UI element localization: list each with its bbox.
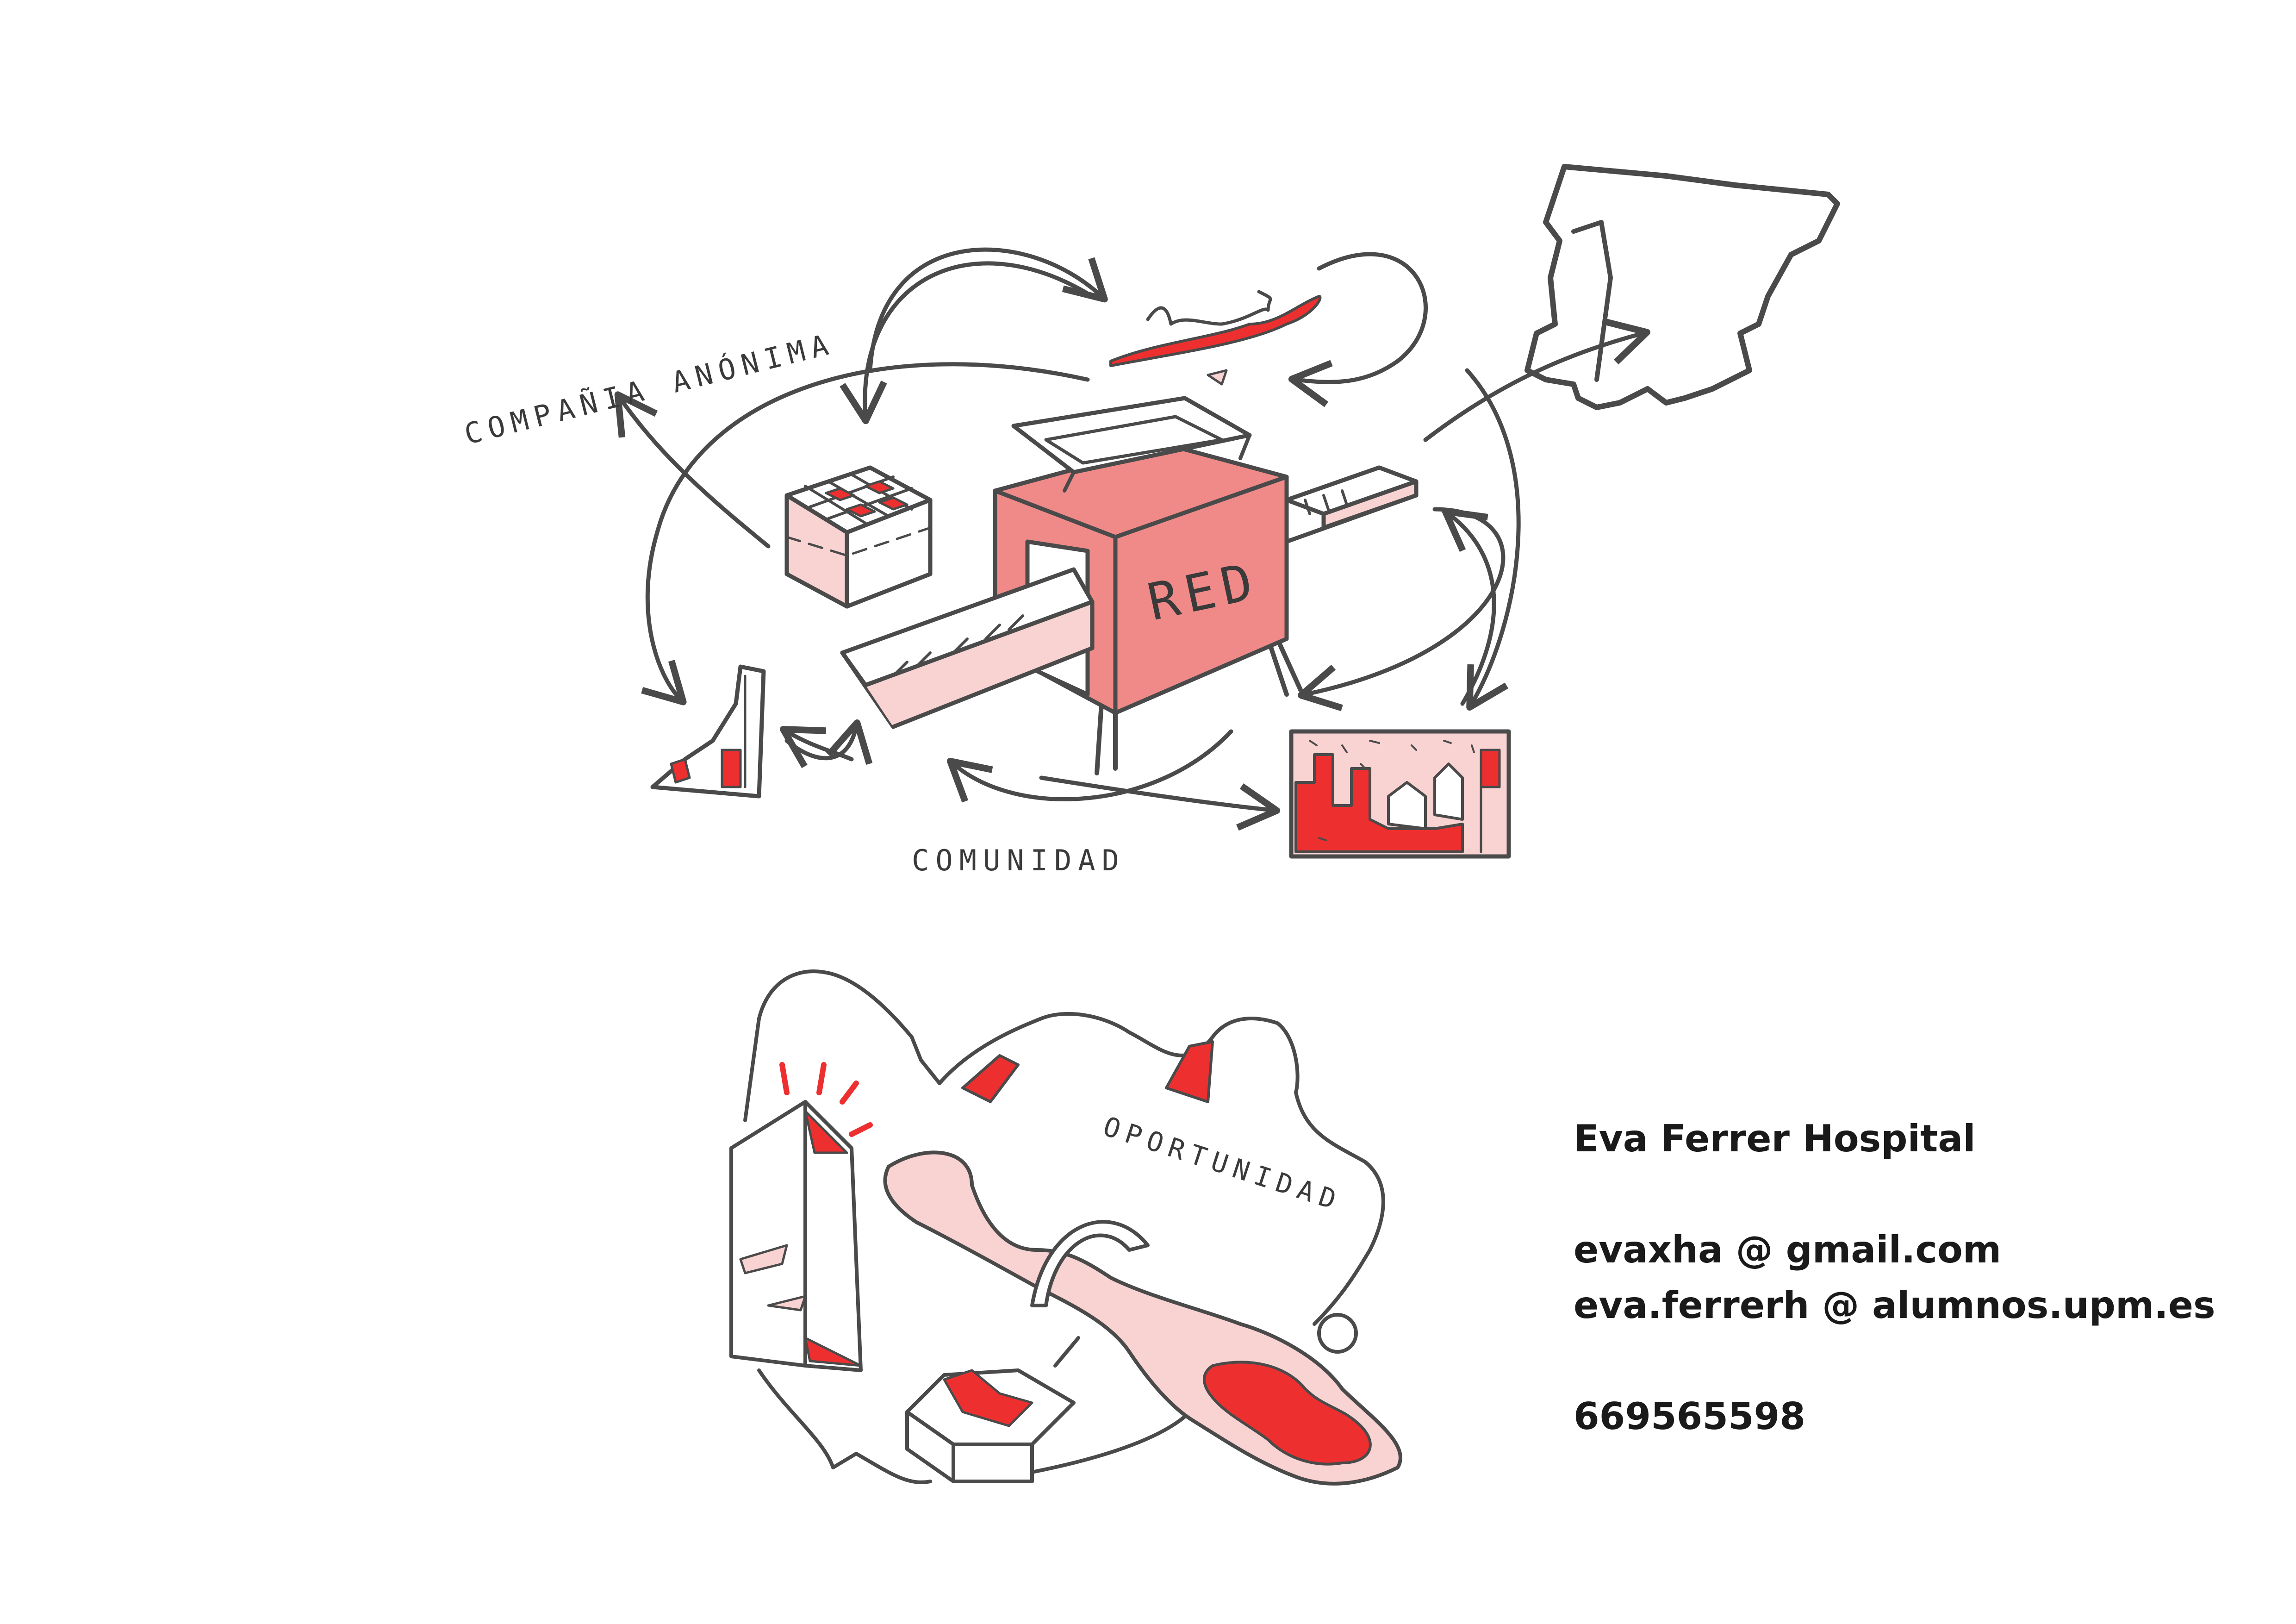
arrow-top-to-cube — [840, 261, 1095, 425]
arrow-community-right — [1039, 775, 1281, 831]
arrow-left-loop — [641, 362, 1090, 706]
red-peak-left — [961, 1054, 1020, 1103]
arrow-right-loop — [1288, 252, 1428, 407]
red-lake — [1203, 1361, 1372, 1466]
river-fragment — [1207, 369, 1228, 386]
opportunity-label: OPORTUNIDAD — [1100, 1111, 1346, 1218]
arrow-right-outer — [1465, 368, 1521, 711]
arrow-building-small — [784, 719, 873, 765]
red-river-top — [1109, 295, 1322, 367]
arrow-community — [946, 729, 1233, 803]
red-peak-right — [1165, 1040, 1214, 1103]
arch-bridge — [1030, 1220, 1150, 1307]
contact-card: Eva Ferrer Hospital evaxha @ gmail.com e… — [1574, 1111, 2215, 1444]
company-label: COMPAÑIA ANÓNIMA — [461, 326, 838, 451]
cube-icon — [784, 465, 933, 609]
pond — [1317, 1313, 1358, 1354]
arrow-conveyor-return — [1442, 508, 1496, 706]
spain-map — [1524, 164, 1840, 410]
contact-phone[interactable]: 669565598 — [1574, 1395, 1805, 1438]
river-lines — [1146, 290, 1272, 326]
community-label: COMUNIDAD — [912, 843, 1126, 877]
house-icon — [905, 1336, 1080, 1483]
arrow-to-building — [780, 726, 854, 768]
arrow-to-spain — [1423, 319, 1650, 442]
machine-leg-right — [1266, 637, 1303, 697]
machine-leg-left — [1095, 701, 1118, 775]
arrow-top-left — [868, 247, 1108, 373]
tower-icon — [729, 1062, 873, 1372]
contact-email-upm[interactable]: eva.ferrerh @ alumnos.upm.es — [1574, 1284, 2215, 1327]
contact-name: Eva Ferrer Hospital — [1574, 1117, 1976, 1160]
network-diagram — [614, 164, 1840, 859]
city-image — [1289, 729, 1511, 859]
opportunity-landscape — [729, 969, 1402, 1486]
building-icon — [650, 664, 766, 799]
arrow-to-company — [614, 391, 771, 549]
contact-email-gmail[interactable]: evaxha @ gmail.com — [1574, 1228, 2002, 1271]
